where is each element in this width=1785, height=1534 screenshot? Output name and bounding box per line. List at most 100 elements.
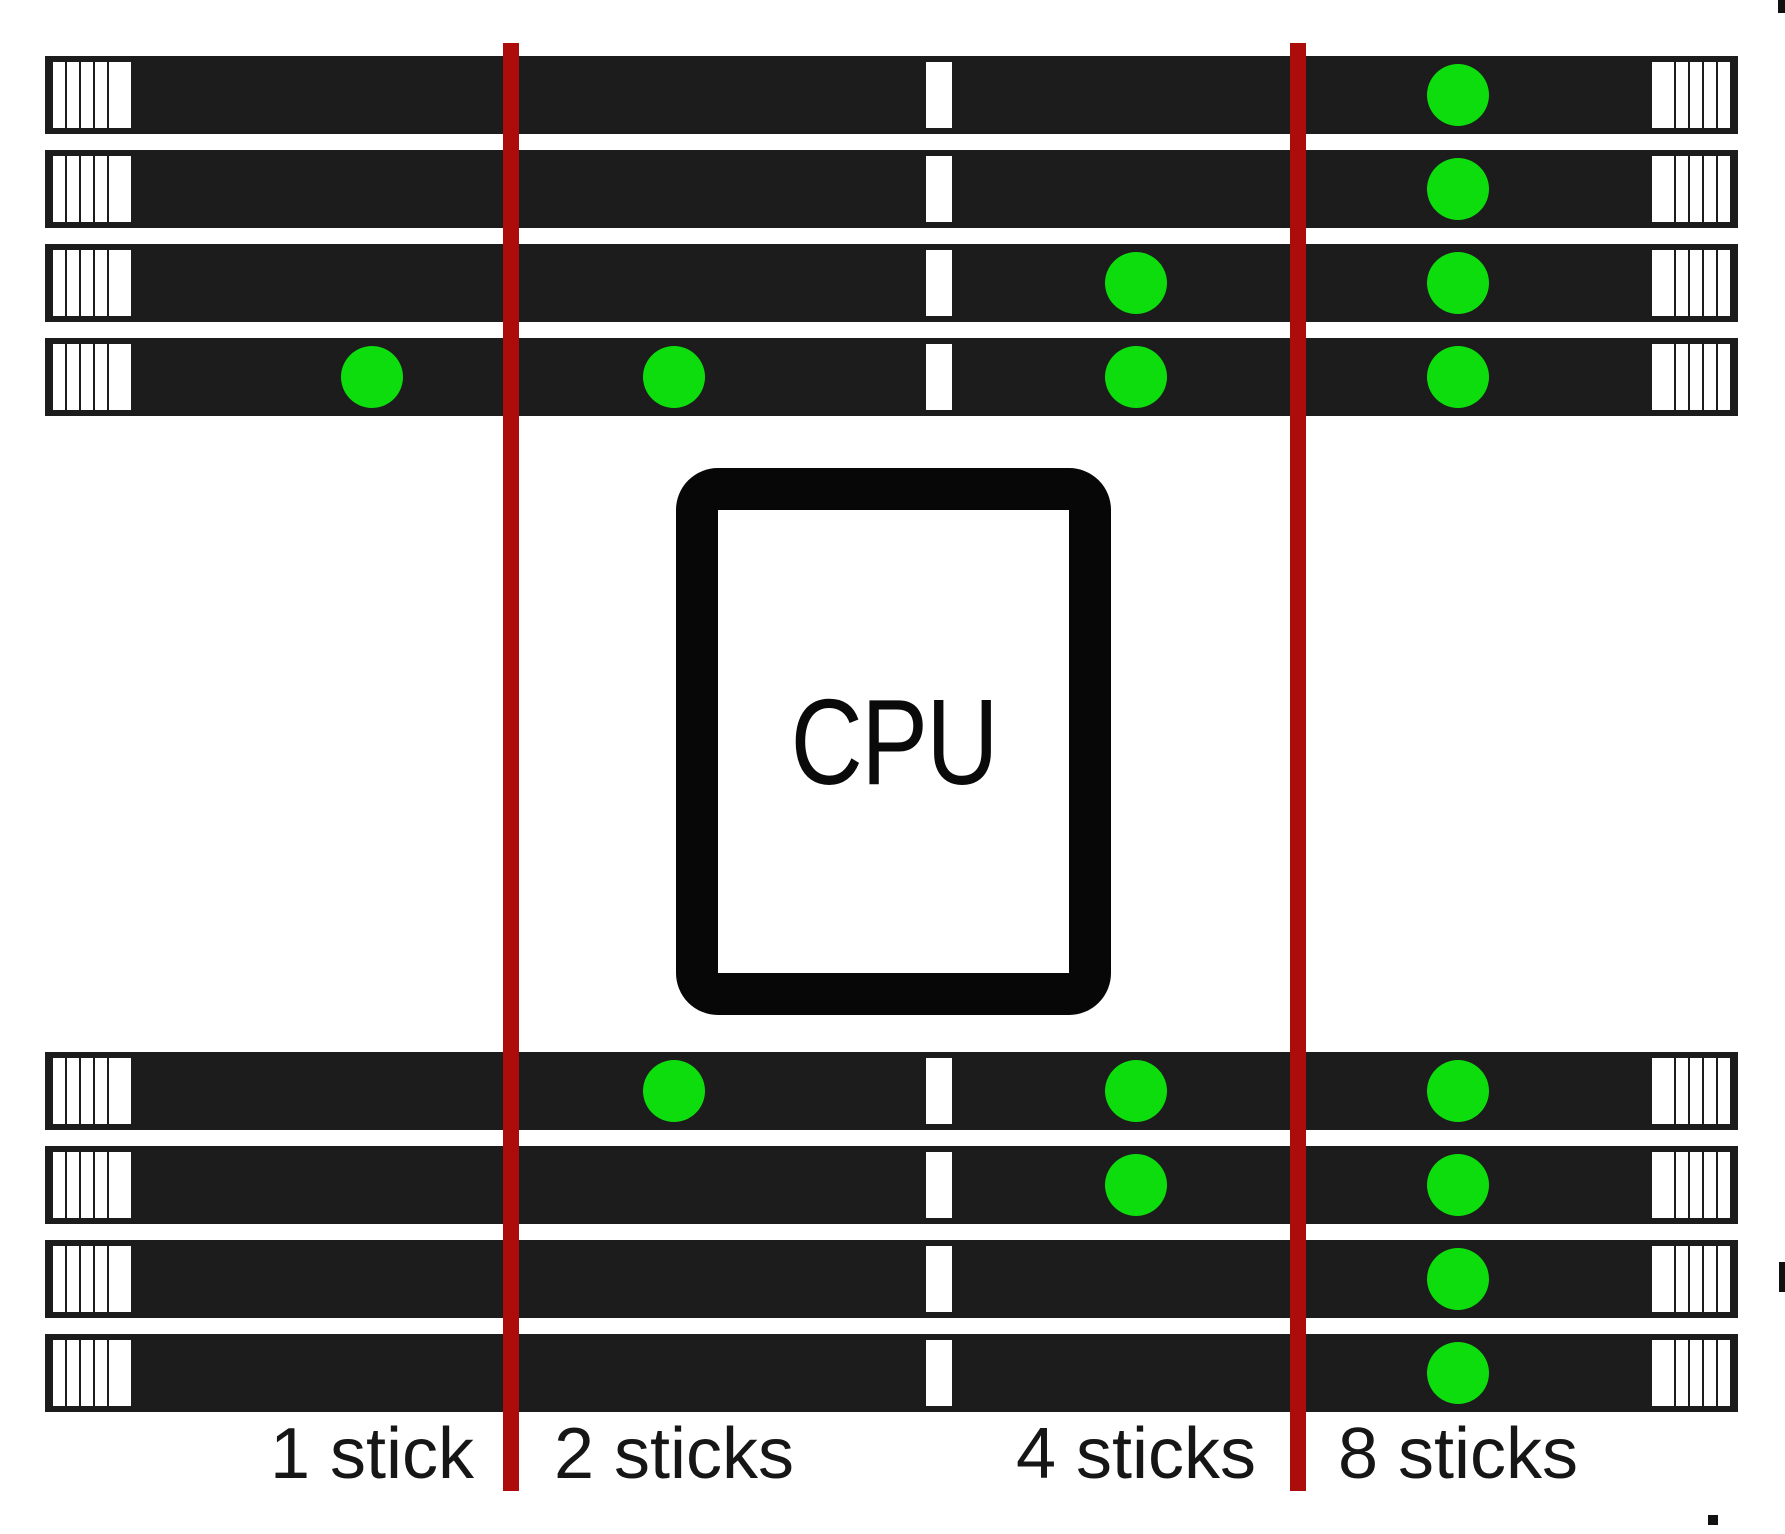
connector-pin xyxy=(109,156,131,222)
connector-pin xyxy=(1690,250,1702,316)
connector-pin xyxy=(95,62,107,128)
connector-pin xyxy=(53,1340,65,1406)
connector-pin xyxy=(1652,156,1674,222)
connector-pin xyxy=(53,1246,65,1312)
connector-pin xyxy=(1690,344,1702,410)
connector-pin xyxy=(1704,344,1716,410)
connector-pin xyxy=(81,1340,93,1406)
connector-pin xyxy=(81,1246,93,1312)
connector-pin xyxy=(67,344,79,410)
connector-pin xyxy=(95,1152,107,1218)
connector-pin xyxy=(1704,1246,1716,1312)
populated-dot-4-sticks xyxy=(1105,346,1167,408)
ram-slot-bottom-3 xyxy=(45,1240,1738,1318)
connector-pin xyxy=(81,62,93,128)
connector-pin xyxy=(109,1058,131,1124)
connector-pin xyxy=(1652,344,1674,410)
edge-artifact xyxy=(1779,1262,1785,1292)
connector-pin xyxy=(109,250,131,316)
connector-pin xyxy=(1652,250,1674,316)
connector-pin xyxy=(1676,1340,1688,1406)
ram-slot-top-3 xyxy=(45,244,1738,322)
connector-pin xyxy=(1690,1058,1702,1124)
key-notch xyxy=(926,156,952,222)
populated-dot-8-sticks xyxy=(1427,252,1489,314)
column-label-8-sticks: 8 sticks xyxy=(1337,1414,1579,1494)
populated-dot-4-sticks xyxy=(1105,1154,1167,1216)
connector-pin xyxy=(53,1152,65,1218)
column-label-4-sticks: 4 sticks xyxy=(1015,1414,1257,1494)
ram-slot-top-2 xyxy=(45,150,1738,228)
ram-slot-top-1 xyxy=(45,56,1738,134)
connector-pin xyxy=(53,156,65,222)
connector-pin xyxy=(1676,62,1688,128)
connector-pin xyxy=(1718,344,1730,410)
connector-pin xyxy=(1704,1058,1716,1124)
populated-dot-1-stick xyxy=(341,346,403,408)
connector-pin xyxy=(67,1058,79,1124)
key-notch xyxy=(926,62,952,128)
connector-pin xyxy=(95,1340,107,1406)
key-notch xyxy=(926,250,952,316)
populated-dot-2-sticks xyxy=(643,346,705,408)
connector-pin xyxy=(1676,156,1688,222)
ram-slot-bottom-1 xyxy=(45,1052,1738,1130)
connector-pin xyxy=(1718,62,1730,128)
connector-pin xyxy=(67,250,79,316)
connector-pin xyxy=(1690,1152,1702,1218)
connector-pin xyxy=(1718,1340,1730,1406)
connector-pin xyxy=(1652,1246,1674,1312)
connector-pin xyxy=(81,156,93,222)
connector-pin xyxy=(95,1058,107,1124)
populated-dot-8-sticks xyxy=(1427,1248,1489,1310)
connector-pin xyxy=(1718,1152,1730,1218)
populated-dot-8-sticks xyxy=(1427,1154,1489,1216)
column-separator-line-2 xyxy=(1290,43,1306,1491)
connector-pin xyxy=(1652,1152,1674,1218)
column-label-1-stick: 1 stick xyxy=(269,1414,475,1494)
connector-pin xyxy=(1676,250,1688,316)
ram-slot-top-4 xyxy=(45,338,1738,416)
connector-pin xyxy=(53,344,65,410)
connector-pin xyxy=(1704,62,1716,128)
connector-pin xyxy=(67,1340,79,1406)
column-separator-line-1 xyxy=(503,43,519,1491)
connector-pin xyxy=(109,1152,131,1218)
connector-pin xyxy=(53,1058,65,1124)
populated-dot-8-sticks xyxy=(1427,158,1489,220)
populated-dot-8-sticks xyxy=(1427,346,1489,408)
cpu-box: CPU xyxy=(676,468,1111,1015)
connector-pin xyxy=(53,62,65,128)
populated-dot-4-sticks xyxy=(1105,252,1167,314)
connector-pin xyxy=(1690,62,1702,128)
connector-pin xyxy=(1652,1058,1674,1124)
ram-slot-bottom-4 xyxy=(45,1334,1738,1412)
connector-pin xyxy=(1690,156,1702,222)
connector-pin xyxy=(95,1246,107,1312)
connector-pin xyxy=(95,344,107,410)
connector-pin xyxy=(81,1058,93,1124)
connector-pin xyxy=(67,1152,79,1218)
connector-pin xyxy=(1690,1246,1702,1312)
populated-dot-8-sticks xyxy=(1427,64,1489,126)
connector-pin xyxy=(1676,1058,1688,1124)
populated-dot-4-sticks xyxy=(1105,1060,1167,1122)
connector-pin xyxy=(81,344,93,410)
populated-dot-2-sticks xyxy=(643,1060,705,1122)
cpu-label: CPU xyxy=(790,673,998,810)
populated-dot-8-sticks xyxy=(1427,1342,1489,1404)
connector-pin xyxy=(1676,1152,1688,1218)
connector-pin xyxy=(1676,1246,1688,1312)
connector-pin xyxy=(67,62,79,128)
edge-artifact xyxy=(1778,0,1785,13)
connector-pin xyxy=(1676,344,1688,410)
connector-pin xyxy=(1718,1246,1730,1312)
key-notch xyxy=(926,1152,952,1218)
key-notch xyxy=(926,344,952,410)
connector-pin xyxy=(67,156,79,222)
ram-slot-bottom-2 xyxy=(45,1146,1738,1224)
key-notch xyxy=(926,1246,952,1312)
column-label-2-sticks: 2 sticks xyxy=(553,1414,795,1494)
key-notch xyxy=(926,1058,952,1124)
connector-pin xyxy=(1690,1340,1702,1406)
